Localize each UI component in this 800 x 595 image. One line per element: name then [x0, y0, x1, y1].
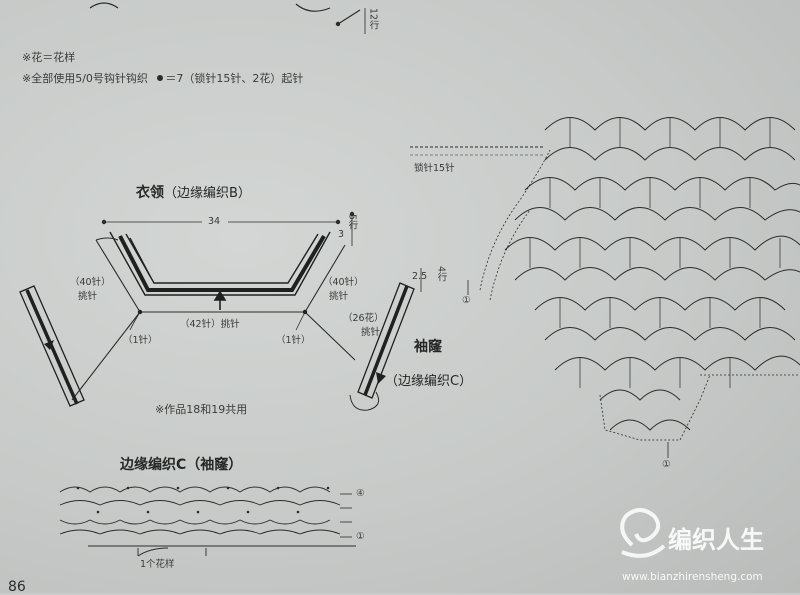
shared-note: ※作品18和19共用: [155, 403, 248, 416]
collar-band: [118, 234, 326, 292]
sleeve-pick: （26花）: [343, 313, 384, 324]
collar-row-count: 5行: [346, 214, 358, 230]
sleeve-label: 袖窿: [414, 339, 442, 355]
top-row-count: 12行: [367, 8, 379, 30]
edging-c-stitch-dots: [76, 486, 330, 514]
edging-c-row-arrows: [340, 493, 352, 538]
collar-row-num: 5: [346, 214, 358, 221]
collar-one-stitch-right: （1针）: [276, 335, 311, 346]
edging-c-row-1: ①: [356, 531, 365, 542]
row-dimension: [349, 211, 422, 292]
left-front-band: [19, 285, 85, 407]
bullet-dot-icon: [157, 75, 164, 81]
note-hook-text: ※全部使用5/0号钩针钩织: [22, 72, 148, 85]
collar-one-stitch-left: （1针）: [123, 335, 158, 346]
edging-c-repeat: 1个花样: [140, 559, 175, 570]
collar-direction-arrow: [213, 290, 227, 310]
sleeve-row-count: 4行: [435, 266, 447, 282]
chart-start-marker-bottom: ①: [662, 459, 671, 470]
edging-c-row-4: ④: [356, 488, 365, 499]
collar-right-pick: （40针）: [323, 277, 364, 288]
collar-left-pick: （40针）: [70, 277, 111, 288]
watermark-url: www.bianzhirensheng.com: [622, 571, 763, 583]
collar-row-left: 3: [338, 229, 345, 240]
watermark-brand: 编织人生: [668, 526, 764, 554]
stitch-chart: [410, 117, 800, 458]
collar-width: 34: [208, 216, 221, 227]
top-row-num: 12: [367, 8, 379, 21]
top-row-unit: 行: [367, 20, 379, 30]
remnant-dot: [335, 21, 341, 27]
edging-c-chart: [59, 486, 356, 557]
collar-width-dimension: [101, 219, 341, 225]
collar-title: 衣领: [136, 185, 164, 201]
bodice-lines: [71, 237, 356, 401]
sleeve-band: [349, 282, 415, 411]
sleeve-row-unit: 行: [435, 272, 447, 282]
remnant-line: [337, 9, 361, 25]
collar-row-unit: 行: [346, 220, 358, 230]
note-hook: ※全部使用5/0号钩针钩织 ＝7（锁针15针、2花）起针: [22, 73, 303, 84]
collar-right-pick-label: 挑针: [329, 291, 349, 302]
remnant-stroke: [89, 2, 119, 9]
watermark-logo: [620, 508, 666, 558]
page-number: 86: [8, 579, 26, 595]
chain-label: 锁针15针: [414, 163, 455, 174]
collar-center-pick: （42针）挑针: [180, 319, 240, 330]
note-start-text: ＝7（锁针15针、2花）起针: [165, 72, 304, 85]
collar-subtitle: （边缘编织B）: [164, 186, 251, 201]
collar-left-pick-label: 挑针: [78, 291, 98, 302]
note-flower-definition: ※花＝花样: [22, 51, 76, 64]
sleeve-pick-label: 挑针: [361, 327, 381, 338]
edging-c-title: 边缘编织C（袖窿）: [120, 457, 243, 473]
collar-outline: [109, 231, 331, 296]
sleeve-rows-left: 2.5: [412, 271, 428, 282]
chart-start-marker-left: ①: [462, 295, 471, 306]
remnant-stroke: [295, 3, 331, 12]
sleeve-edge: （边缘编织C）: [385, 374, 473, 389]
sleeve-row-num: 4: [435, 266, 447, 273]
collar-title-group: 衣领（边缘编织B）: [136, 186, 251, 200]
pickup-leaders: [129, 311, 306, 331]
